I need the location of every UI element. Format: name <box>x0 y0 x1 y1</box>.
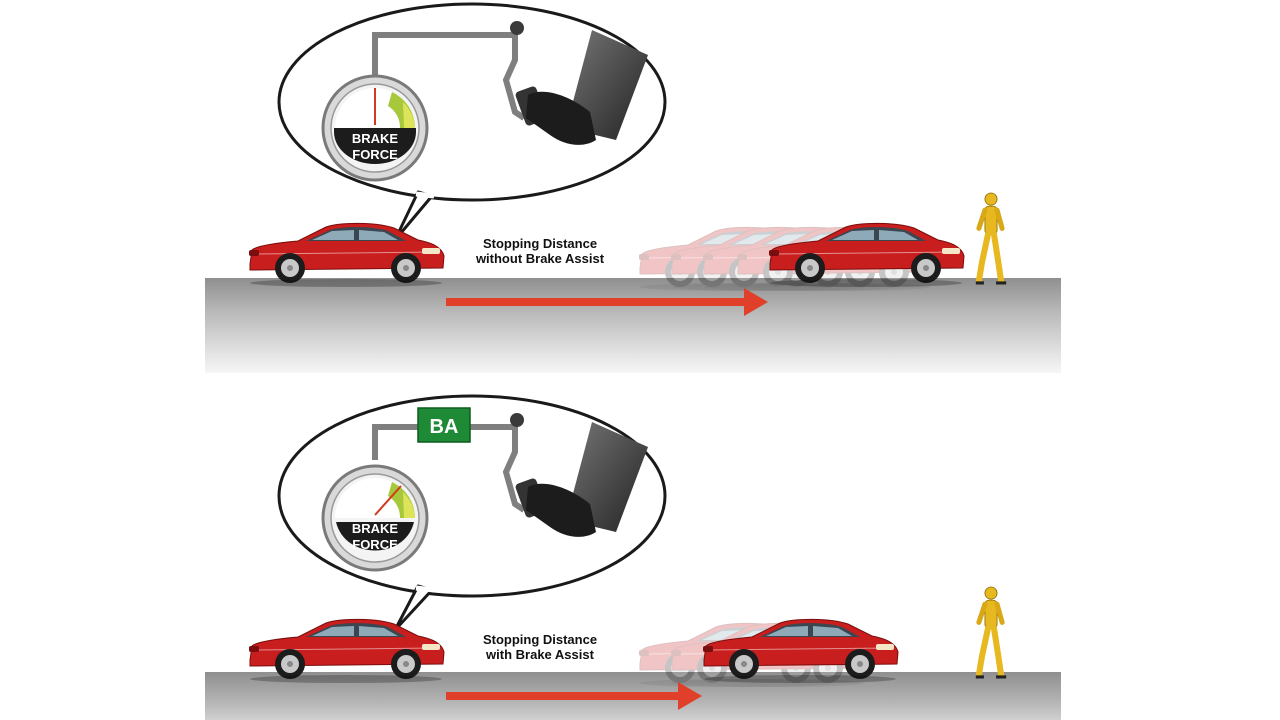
car-icon <box>248 222 445 287</box>
panel-top-graphics: BRAKE FORCE <box>248 2 1280 316</box>
panel-bottom-graphics: BA BRAKE FORCE <box>248 394 1280 710</box>
stopping-distance-label: Stopping Distance with Brake Assist <box>450 632 630 662</box>
crash-dummy-icon <box>976 193 1006 283</box>
stopping-distance-label: Stopping Distance without Brake Assist <box>450 236 630 266</box>
brake-assist-badge-label: BA <box>430 416 459 438</box>
arrow-icon <box>446 682 702 710</box>
brake-force-gauge-icon <box>321 464 429 572</box>
brake-line <box>372 424 526 513</box>
brake-force-gauge-icon <box>321 74 429 182</box>
pedal-pivot <box>510 413 524 427</box>
caption-line2: with Brake Assist <box>486 647 594 662</box>
arrow-icon <box>446 288 768 316</box>
caption-line1: Stopping Distance <box>482 236 598 251</box>
caption-line2: without Brake Assist <box>475 251 605 266</box>
panel-with-brake-assist: BA BRAKE FORCE Sto <box>0 390 1280 720</box>
gauge-label-line2: FORCE <box>352 147 398 162</box>
gauge-label-line1: BRAKE <box>352 131 399 146</box>
car-icon <box>248 618 445 683</box>
foot-icon <box>526 30 648 145</box>
foot-icon <box>526 422 648 537</box>
caption-line1: Stopping Distance <box>482 632 598 647</box>
brake-assist-badge <box>417 407 471 443</box>
gauge-label-line1: BRAKE <box>352 521 399 536</box>
road <box>205 278 1061 373</box>
crash-dummy-icon <box>976 587 1006 677</box>
brake-line <box>372 32 526 121</box>
gauge-label-line2: FORCE <box>352 537 398 552</box>
panel-without-brake-assist: BRAKE FORCE Stopping Distance without Br… <box>205 2 1280 373</box>
pedal-pivot <box>510 21 524 35</box>
